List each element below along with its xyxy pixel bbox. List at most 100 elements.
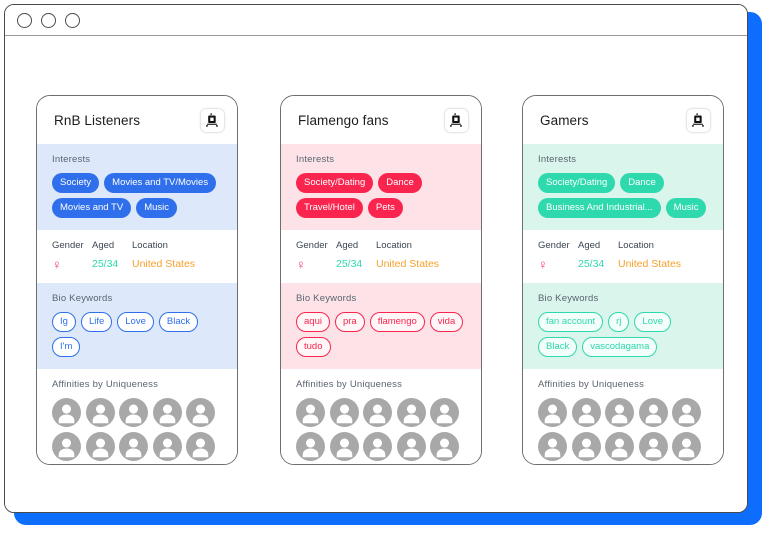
person-avatar-icon[interactable] [119,398,149,427]
location-value: United States [618,258,682,270]
gender-female-icon: ♀ [296,257,306,272]
bio-keyword-chip[interactable]: Ig [52,312,76,332]
person-avatar-icon[interactable] [638,432,668,461]
gender-label: Gender [296,240,328,251]
bio-keyword-chip[interactable]: I'm [52,337,81,357]
affinities-section: Affinities by Uniqueness [281,369,481,464]
aged-value: 25/34 [578,258,605,270]
aged-label: Aged [578,240,601,251]
interest-chip[interactable]: Music [136,198,178,218]
person-avatar-icon[interactable] [672,398,702,427]
traffic-light-close-icon[interactable] [17,12,32,28]
person-avatar-icon[interactable] [85,432,115,461]
demographic-location: Location United States [132,240,222,271]
person-avatar-icon[interactable] [396,398,426,427]
traffic-light-minimize-icon[interactable] [41,12,56,28]
affinities-label: Affinities by Uniqueness [538,379,645,390]
interest-chip[interactable]: Pets [367,198,403,218]
interest-chip[interactable]: Society/Dating [538,173,616,193]
person-avatar-icon[interactable] [119,432,149,461]
person-avatar-icon[interactable] [396,432,426,461]
person-avatar-icon[interactable] [52,432,81,461]
bio-keyword-chip[interactable]: fan account [538,312,604,332]
person-avatar-icon[interactable] [152,432,182,461]
bio-keyword-chip[interactable]: Black [538,337,578,357]
bio-keyword-chip[interactable]: Love [634,312,672,332]
interest-chip[interactable]: Society/Dating [296,173,374,193]
card-title: RnB Listeners [54,112,141,128]
interest-chip[interactable]: Dance [620,173,664,193]
demographic-age: Aged 25/34 [578,240,618,271]
interest-chip[interactable]: Movies and TV/Movies [104,173,217,193]
person-avatar-icon[interactable] [538,398,567,427]
person-avatar-icon[interactable] [430,432,460,461]
person-avatar-icon[interactable] [605,432,635,461]
person-avatar-icon[interactable] [571,398,601,427]
person-avatar-icon[interactable] [186,432,216,461]
bio-keyword-chip[interactable]: vascodagama [582,337,658,357]
interest-chip[interactable]: Dance [378,173,422,193]
bio-keyword-chip[interactable]: aqui [296,312,330,332]
location-value: United States [376,258,440,270]
brand-logo-icon[interactable] [687,108,710,132]
person-avatar-icon[interactable] [638,398,668,427]
person-avatar-icon[interactable] [296,432,325,461]
bio-keywords-label: Bio Keywords [538,293,599,304]
person-avatar-icon[interactable] [329,432,359,461]
person-avatar-icon[interactable] [430,398,460,427]
brand-logo-icon[interactable] [445,108,468,132]
demographics-row: Gender ♀ Aged 25/34 Location United Stat… [52,240,222,271]
demographics-section: Gender ♀ Aged 25/34 Location United Stat… [37,230,237,283]
bio-keyword-chip[interactable]: Love [117,312,154,332]
interest-chip[interactable]: Business And Industrial... [538,198,661,218]
person-avatar-icon[interactable] [363,398,393,427]
affinities-section: Affinities by Uniqueness [37,369,237,464]
interest-chip[interactable]: Movies and TV [52,198,132,218]
interest-chip[interactable]: Society [52,173,100,193]
bio-keywords-label: Bio Keywords [52,293,113,304]
interests-label: Interests [52,154,91,165]
person-avatar-icon[interactable] [52,398,81,427]
demographic-location: Location United States [376,240,466,271]
affinity-avatar-grid [52,398,216,461]
person-avatar-icon[interactable] [571,432,601,461]
bio-keyword-chip[interactable]: pra [334,312,365,332]
traffic-light-maximize-icon[interactable] [65,12,80,28]
bio-keyword-chip[interactable]: Life [80,312,113,332]
affinities-label: Affinities by Uniqueness [52,379,159,390]
person-avatar-icon[interactable] [186,398,216,427]
person-avatar-icon[interactable] [152,398,182,427]
person-avatar-icon[interactable] [672,432,702,461]
demographic-age: Aged 25/34 [336,240,376,271]
interest-chip[interactable]: Travel/Hotel [296,198,363,218]
interests-label: Interests [296,154,335,165]
location-value: United States [132,258,196,270]
bio-keyword-chip[interactable]: vida [429,312,464,332]
demographic-gender: Gender ♀ [538,240,578,271]
person-avatar-icon[interactable] [329,398,359,427]
bio-keyword-chip[interactable]: flamengo [369,312,425,332]
bio-keyword-chip[interactable]: Black [158,312,199,332]
demographic-location: Location United States [618,240,708,271]
location-label: Location [376,240,412,251]
card-title: Gamers [540,112,589,128]
person-avatar-icon[interactable] [605,398,635,427]
bio-keyword-chip[interactable]: rj [608,312,630,332]
brand-logo-icon[interactable] [201,108,224,132]
person-avatar-icon[interactable] [538,432,567,461]
interest-chip[interactable]: Music [665,198,707,218]
person-avatar-icon[interactable] [85,398,115,427]
person-avatar-icon[interactable] [296,398,325,427]
demographic-gender: Gender ♀ [296,240,336,271]
bio-keyword-chip[interactable]: tudo [296,337,331,357]
person-avatar-icon[interactable] [363,432,393,461]
